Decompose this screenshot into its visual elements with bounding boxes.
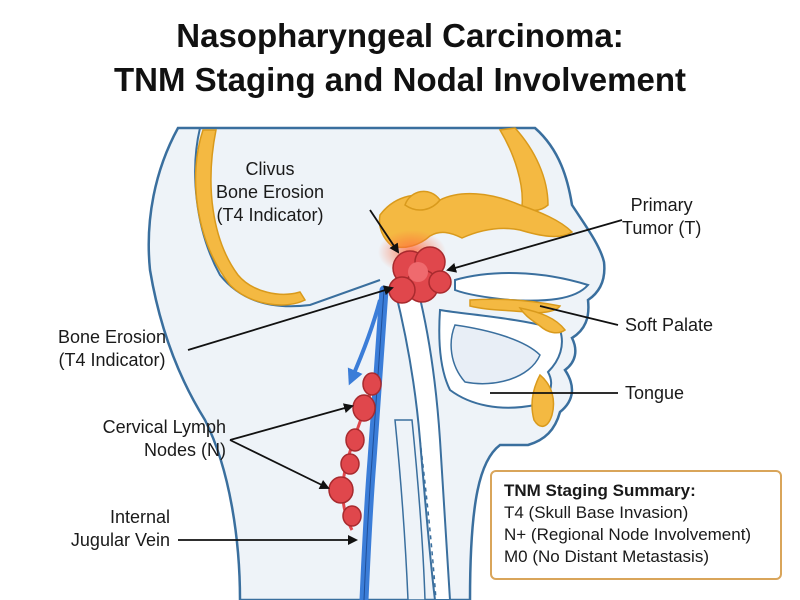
label-cervical-nodes: Cervical Lymph Nodes (N) (102, 417, 226, 460)
title-line-1: Nasopharyngeal Carcinoma: (176, 17, 624, 54)
leader-soft-palate (539, 305, 619, 326)
leader-bone-erosion (187, 285, 394, 351)
lymph-node (340, 453, 360, 475)
palate-bone (469, 298, 562, 314)
title-line-2: TNM Staging and Nodal Involvement (113, 61, 687, 98)
label-soft-palate: Soft Palate (625, 315, 714, 335)
label-primary-tumor: Primary Tumor (T) (622, 195, 702, 238)
occipital-bone (194, 129, 307, 306)
soft-palate-shape (518, 306, 567, 334)
label-jugular-vein: Internal Jugular Vein (70, 507, 170, 550)
label-bone-erosion: Bone Erosion (T4 Indicator) (58, 327, 167, 370)
summary-heading: TNM Staging Summary: (504, 481, 696, 500)
lymph-node (362, 372, 382, 396)
tnm-summary-box: TNM Staging Summary: T4 (Skull Base Inva… (490, 470, 782, 580)
tongue-shape (450, 324, 541, 385)
lymph-node (328, 476, 354, 504)
summary-item-t: T4 (Skull Base Invasion) (504, 503, 689, 522)
summary-item-m: M0 (No Distant Metastasis) (504, 547, 709, 566)
summary-item-n: N+ (Regional Node Involvement) (504, 525, 752, 544)
trachea (419, 439, 437, 600)
lymph-node (342, 505, 362, 527)
leader-nodes-lower (229, 439, 330, 489)
sella-turcica (404, 190, 441, 211)
leader-nodes-upper (229, 403, 354, 441)
lymph-node (345, 428, 365, 452)
leader-primary-tumor (446, 219, 623, 273)
nasal-cavity (454, 272, 590, 302)
label-clivus: Clivus Bone Erosion (T4 Indicator) (216, 159, 325, 225)
cervical-spine (394, 419, 426, 600)
spread-arrow (347, 299, 382, 386)
label-tongue: Tongue (625, 383, 685, 403)
lymph-node (352, 394, 376, 422)
pharynx-airway (393, 289, 452, 600)
primary-tumor (388, 246, 452, 304)
internal-jugular-vein-edge (363, 289, 385, 600)
page-title: Nasopharyngeal Carcinoma: TNM Staging an… (0, 14, 800, 102)
leader-clivus (369, 209, 400, 254)
